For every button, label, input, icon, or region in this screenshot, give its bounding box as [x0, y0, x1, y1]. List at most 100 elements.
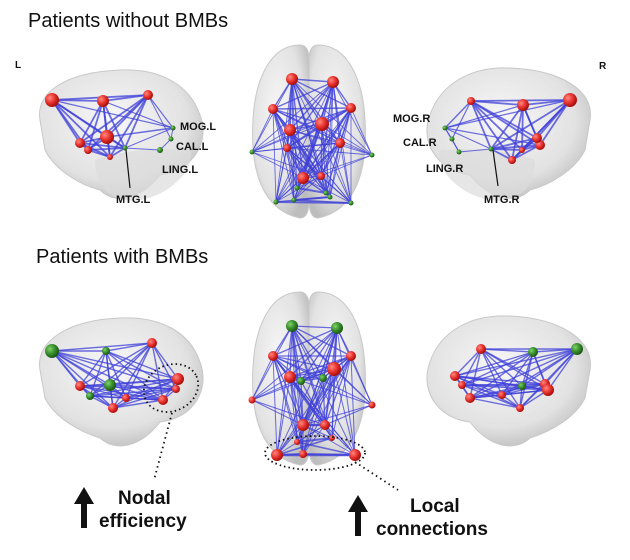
top-axial-green-node: [323, 190, 329, 196]
top-left-red-node: [97, 95, 109, 107]
top-axial-green-node: [249, 149, 255, 155]
top-axial-edge: [325, 81, 334, 194]
bottom-left-edge: [151, 342, 179, 380]
top-left-edge: [87, 147, 126, 151]
top-right-edge: [511, 104, 524, 161]
annotation-local-line2: connections: [376, 519, 488, 540]
bottom-axial-edge: [302, 327, 338, 455]
bottom-axial-edge: [336, 327, 356, 456]
top-axial-red-node: [335, 138, 345, 148]
top-right-edge: [521, 104, 524, 151]
top-axial-edge: [296, 81, 334, 189]
bottom-axial-edge: [289, 376, 298, 443]
bottom-axial-edge: [296, 424, 326, 443]
label-mog-r: MOG.R: [393, 113, 430, 125]
bottom-axial-edge: [300, 327, 338, 382]
bottom-axial-edge: [251, 355, 274, 401]
bottom-axial-edge: [291, 325, 338, 329]
top-left-edge: [87, 94, 149, 151]
bottom-axial-edge: [251, 327, 338, 401]
top-axial-green-node: [348, 200, 354, 206]
bottom-axial-green-node: [331, 322, 343, 334]
top-axial-edge: [275, 78, 293, 203]
bottom-right-red-node: [458, 381, 466, 389]
bottom-left-edge: [79, 342, 153, 387]
bottom-axial-edge: [331, 355, 352, 439]
bottom-right-edge: [480, 348, 521, 409]
bottom-axial-edge: [276, 437, 333, 456]
bottom-right-edge: [454, 351, 534, 377]
brain-top-left-lateral: [39, 69, 204, 201]
top-axial-red-node: [315, 117, 329, 131]
label-mtg-r: MTG.R: [484, 194, 519, 206]
top-axial-edge: [286, 147, 295, 201]
top-left-green-node: [170, 125, 176, 131]
label-ling-l: LING.L: [162, 164, 198, 176]
top-right-edge: [444, 104, 524, 129]
top-right-red-node: [519, 147, 525, 153]
bottom-right-edge: [461, 383, 546, 386]
top-axial-red-node: [283, 144, 291, 152]
top-left-edge: [79, 94, 149, 144]
bottom-axial-edge: [296, 437, 333, 443]
label-mtg-l: MTG.L: [116, 194, 150, 206]
top-axial-edge: [272, 81, 334, 110]
top-left-edge: [102, 100, 174, 129]
bottom-axial-green-node: [286, 320, 298, 332]
bottom-left-red-node: [158, 395, 168, 405]
top-right-edge: [511, 144, 541, 161]
top-right-red-node: [563, 93, 577, 107]
bottom-left-edge: [89, 388, 177, 397]
bottom-right-edge: [519, 383, 546, 409]
top-right-edge: [458, 148, 492, 153]
bottom-right-edge: [461, 384, 549, 391]
top-right-edge: [444, 127, 492, 150]
bottom-right-edge: [547, 348, 578, 391]
top-axial-edge: [275, 81, 334, 203]
bottom-left-green-node: [102, 347, 110, 355]
bottom-right-red-node: [476, 344, 486, 354]
top-axial-red-node: [268, 104, 278, 114]
top-axial-edge: [275, 107, 352, 203]
top-left-green-node: [168, 136, 174, 142]
top-axial-edge: [286, 147, 327, 194]
bottom-axial-edge: [276, 368, 335, 456]
top-axial-edge: [293, 142, 341, 201]
top-left-red-node: [107, 154, 113, 160]
top-left-edge: [124, 94, 149, 149]
bottom-right-red-node: [465, 393, 475, 403]
top-left-edge: [102, 94, 149, 102]
bottom-right-red-node: [450, 371, 460, 381]
top-left-green-node: [122, 145, 128, 151]
bottom-left-edge: [105, 350, 164, 401]
bottom-left-edge: [89, 378, 179, 397]
bottom-left-red-node: [172, 385, 180, 393]
bottom-left-edge: [105, 342, 153, 352]
right-hemisphere-marker: R: [599, 61, 607, 72]
top-axial-edge: [272, 108, 295, 201]
annotation-nodal-line1: Nodal: [118, 488, 171, 509]
bottom-axial-green-node: [297, 377, 305, 385]
top-axial-edge: [251, 78, 293, 153]
top-axial-edge: [293, 199, 352, 204]
bottom-axial-edge: [333, 368, 373, 406]
top-left-edge: [79, 142, 126, 149]
bottom-axial-edge: [251, 376, 291, 401]
top-axial-edge: [321, 123, 327, 194]
top-right-edge: [470, 100, 523, 151]
top-right-red-node: [508, 156, 516, 164]
top-axial-edge: [339, 142, 352, 204]
bottom-axial-edge: [289, 355, 352, 378]
top-left-edge: [147, 94, 174, 129]
local-connections-up-arrow-icon: [348, 495, 368, 536]
top-axial-red-node: [284, 124, 296, 136]
bottom-axial-red-node: [271, 449, 283, 461]
top-axial-edge: [272, 107, 352, 110]
bottom-axial-edge: [350, 355, 373, 406]
bottom-axial-red-node: [248, 396, 256, 404]
top-right-green-node: [456, 149, 462, 155]
bottom-left-edge: [51, 342, 153, 352]
top-left-edge: [79, 100, 104, 144]
bottom-left-green-node: [86, 392, 94, 400]
